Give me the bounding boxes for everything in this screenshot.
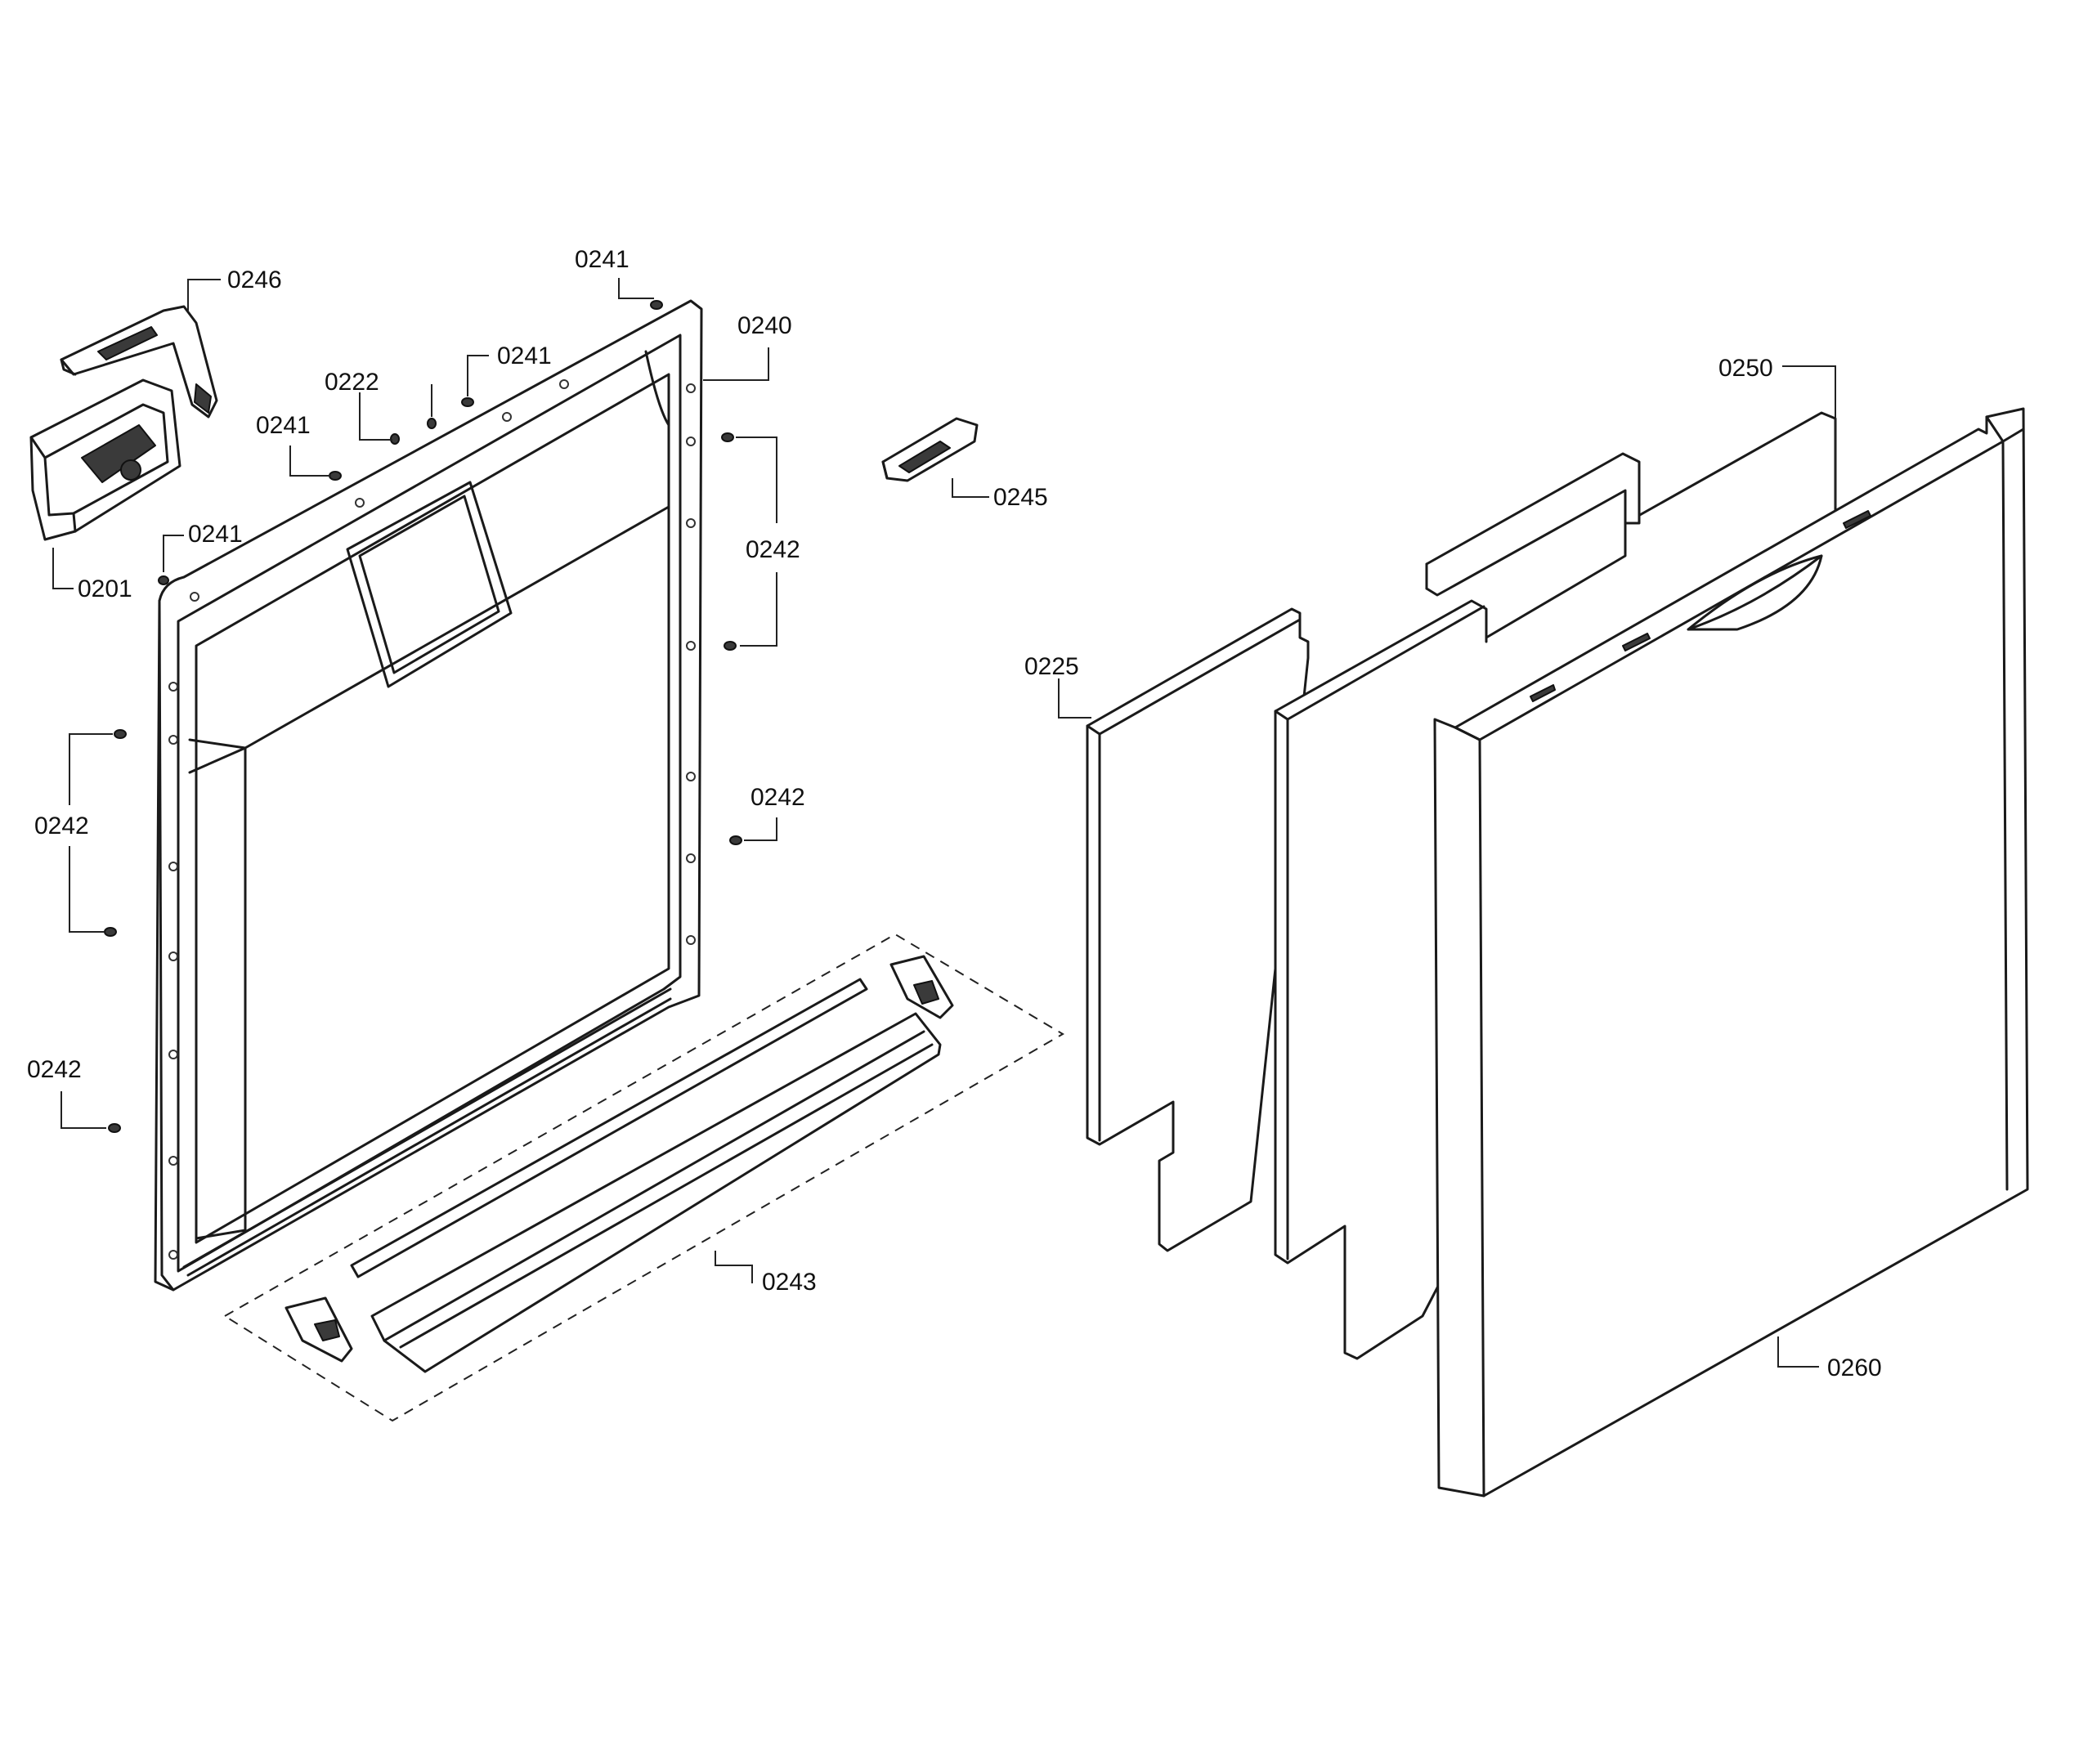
inner-door-frame-0240 (154, 299, 703, 1292)
label-0222: 0222 (325, 369, 379, 396)
label-0241-left: 0241 (256, 412, 311, 439)
label-0243: 0243 (762, 1269, 817, 1296)
label-0241-low: 0241 (188, 521, 243, 548)
latch-module-0201 (29, 378, 181, 541)
label-0241-top: 0241 (575, 246, 630, 273)
label-0201: 0201 (78, 575, 132, 602)
label-0260: 0260 (1827, 1354, 1882, 1381)
label-0240: 0240 (737, 312, 792, 339)
label-0225: 0225 (1024, 653, 1079, 680)
label-0250: 0250 (1718, 355, 1773, 382)
screws (104, 300, 742, 1133)
label-0242-right-top: 0242 (746, 536, 800, 563)
bracket-0246 (60, 305, 218, 419)
label-0246: 0246 (227, 266, 282, 293)
label-0242-left-low: 0242 (27, 1056, 82, 1083)
part-labels: 0246 0241 0240 0222 0241 0241 0241 0201 … (27, 246, 1882, 1381)
clip-0245 (881, 417, 979, 482)
outer-door-panel-0260 (1433, 407, 2029, 1498)
label-0245: 0245 (993, 484, 1048, 511)
insulation-panel-0225 (1086, 607, 1310, 1252)
label-0242-right-mid: 0242 (751, 784, 805, 811)
label-0241-mid: 0241 (497, 343, 552, 369)
bottom-trim-0243 (223, 933, 1064, 1422)
leader-lines (52, 278, 1836, 1368)
label-0242-left-mid: 0242 (34, 813, 89, 839)
